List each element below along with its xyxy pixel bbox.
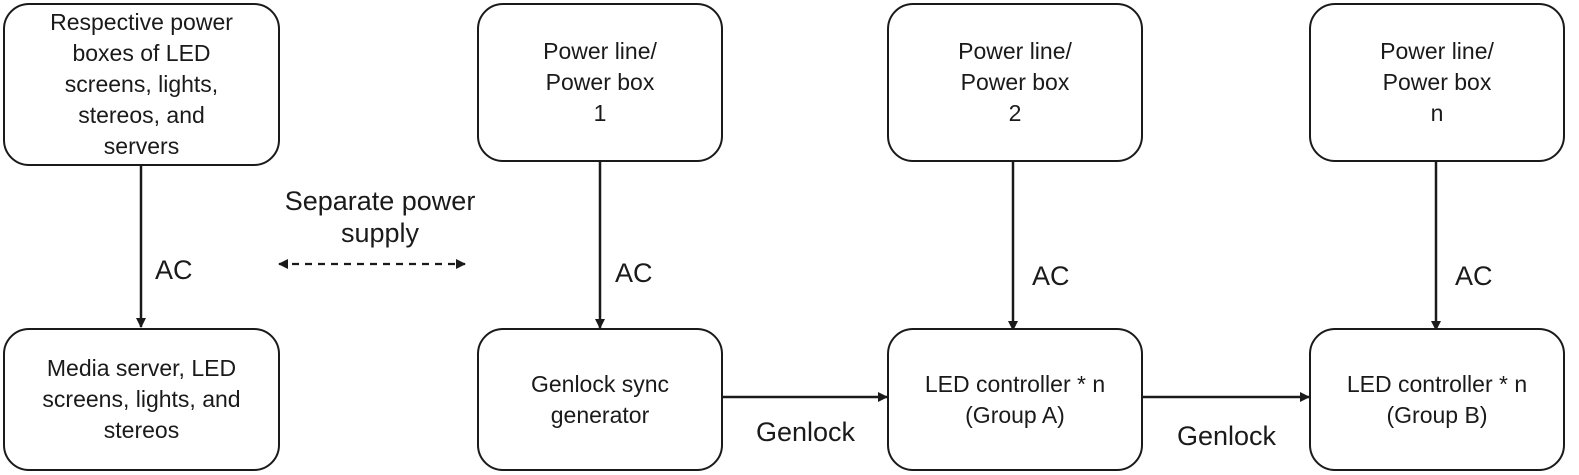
power-box-1: Power line/ Power box 1 [477,3,723,162]
power-box-2-text: Power line/ Power box 2 [958,38,1072,126]
power-box-1-text: Power line/ Power box 1 [543,38,657,126]
power-box-2: Power line/ Power box 2 [887,3,1143,162]
led-controller-b-text: LED controller * n (Group B) [1346,370,1528,428]
power-boxes-servers-text: Respective power boxes of LED screens, l… [50,9,233,159]
media-server-text: Media server, LED screens, lights, and s… [42,355,241,443]
led-controller-a-box: LED controller * n (Group A) [887,328,1143,471]
led-controller-a-text: LED controller * n (Group A) [924,370,1106,428]
ac-label-1: AC [615,258,653,288]
ac-label-n: AC [1455,261,1493,291]
separate-power-label: Separate power supply [284,186,476,248]
led-controller-b-box: LED controller * n (Group B) [1309,328,1565,471]
genlock-label-2: Genlock [1177,421,1277,451]
media-server-box: Media server, LED screens, lights, and s… [3,328,280,471]
ac-label-2: AC [1032,261,1070,291]
ac-label-left: AC [155,255,193,285]
genlock-generator-text: Genlock sync generator [530,370,670,428]
power-box-n-text: Power line/ Power box n [1380,38,1494,126]
genlock-generator-box: Genlock sync generator [477,328,723,471]
power-box-n: Power line/ Power box n [1309,3,1565,162]
power-boxes-servers-box: Respective power boxes of LED screens, l… [3,3,280,166]
genlock-label-1: Genlock [756,417,856,447]
